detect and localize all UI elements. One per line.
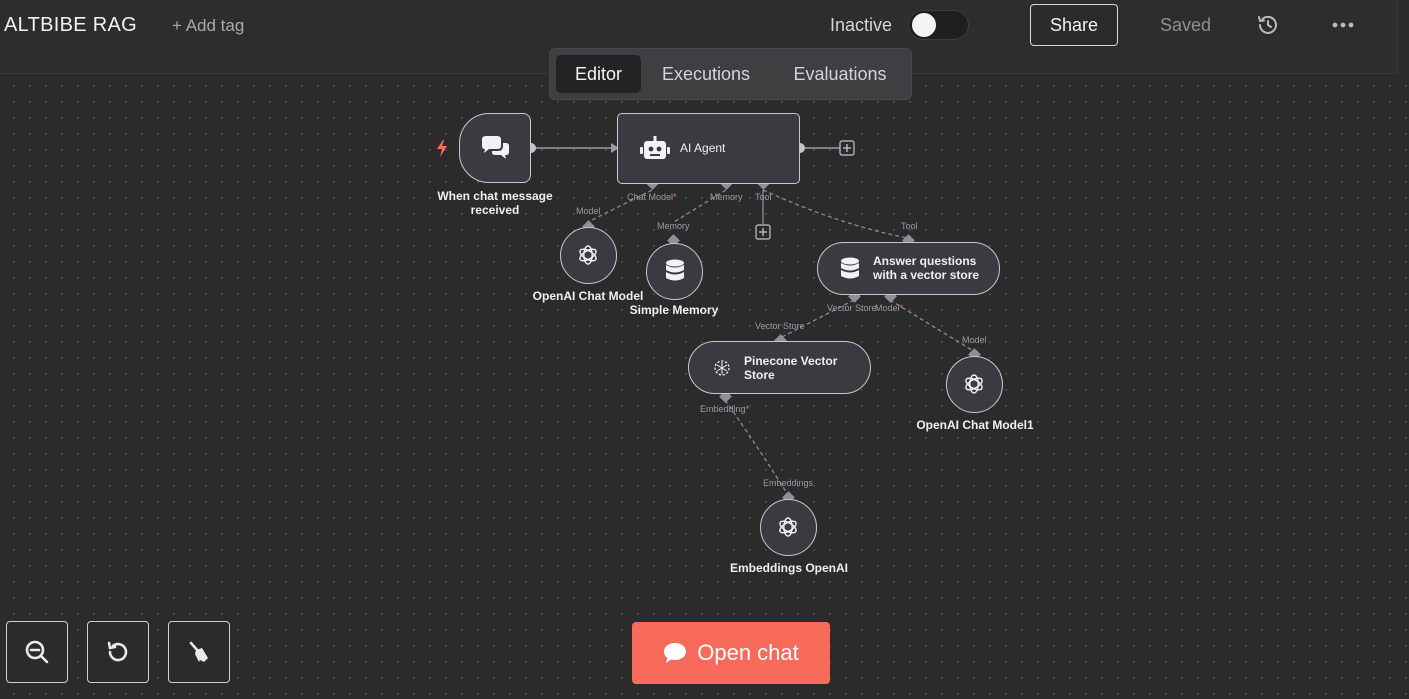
ai-agent-label: AI Agent [680, 141, 726, 155]
share-button[interactable]: Share [1030, 4, 1118, 46]
zoom-out-icon [25, 640, 49, 664]
history-icon[interactable] [1256, 13, 1280, 37]
database-icon [841, 257, 859, 279]
port-label-embeddings-in: Embeddings [763, 478, 814, 488]
embeddings-openai-label: Embeddings OpenAI [729, 561, 848, 575]
chat-icon [664, 643, 687, 663]
tab-editor[interactable]: Editor [556, 55, 641, 93]
add-node-plus-icon[interactable] [839, 140, 855, 156]
port-label-chat-model: Chat Model* [627, 192, 677, 202]
node-chat-trigger[interactable] [459, 113, 531, 183]
openai-chat-model1-label: OpenAI Chat Model1 [916, 418, 1034, 432]
vector-store-tool-label: Answer questions with a vector store [873, 254, 980, 282]
open-chat-label: Open chat [697, 640, 799, 665]
port-label-tool-in: Tool [901, 221, 918, 231]
port-label-tool: Tool [755, 192, 772, 202]
port-label-embedding: Embedding* [700, 404, 750, 414]
node-openai-chat-model[interactable] [560, 227, 617, 284]
chat-bubbles-icon [482, 136, 509, 159]
reset-zoom-button[interactable] [87, 621, 149, 683]
port-label-memory-in: Memory [657, 221, 690, 231]
pinecone-label: Pinecone Vector Store [744, 354, 838, 382]
add-tag-button[interactable]: + Add tag [172, 16, 245, 35]
openai-chat-model-label: OpenAI Chat Model [532, 289, 644, 303]
database-icon [666, 259, 684, 281]
saved-status: Saved [1160, 15, 1212, 35]
tab-evaluations[interactable]: Evaluations [793, 64, 887, 84]
node-openai-chat-model1[interactable] [946, 356, 1003, 413]
pinecone-icon [714, 360, 730, 376]
workflow-name[interactable]: ALTBIBE RAG [4, 14, 137, 36]
port-label-pinecone-in: Vector Store [755, 321, 805, 331]
more-horizontal-icon[interactable] [1330, 13, 1356, 37]
simple-memory-label: Simple Memory [629, 303, 719, 317]
node-ai-agent[interactable]: AI Agent [617, 113, 800, 184]
openai-icon [965, 374, 983, 394]
lightning-icon [437, 140, 447, 157]
port-label-vector-store: Vector Store [827, 303, 877, 313]
tab-executions[interactable]: Executions [661, 64, 751, 84]
port-label-memory: Memory [710, 192, 743, 202]
active-toggle[interactable] [908, 10, 969, 40]
openai-icon [779, 517, 797, 537]
view-tabs: Editor Executions Evaluations [549, 48, 912, 100]
port-label-vt-model: Model* [875, 303, 904, 313]
port-label-model-in: Model [576, 206, 601, 216]
add-tool-plus-icon[interactable] [755, 224, 771, 240]
node-embeddings-openai[interactable] [760, 499, 817, 556]
active-status-label: Inactive [830, 15, 893, 35]
zoom-out-button[interactable] [6, 621, 68, 683]
node-pinecone-vector-store[interactable]: Pinecone Vector Store [688, 341, 871, 394]
broom-icon [189, 641, 208, 662]
port-label-model1-in: Model [962, 335, 987, 345]
robot-icon [640, 136, 670, 159]
node-vector-store-tool[interactable]: Answer questions with a vector store [817, 242, 1000, 295]
tidy-up-button[interactable] [168, 621, 230, 683]
trigger-label: When chat message received [437, 189, 553, 217]
open-chat-button[interactable]: Open chat [632, 622, 830, 684]
node-simple-memory[interactable] [646, 243, 703, 300]
reset-icon [107, 641, 128, 662]
openai-icon [579, 245, 597, 265]
toggle-knob [912, 13, 936, 37]
